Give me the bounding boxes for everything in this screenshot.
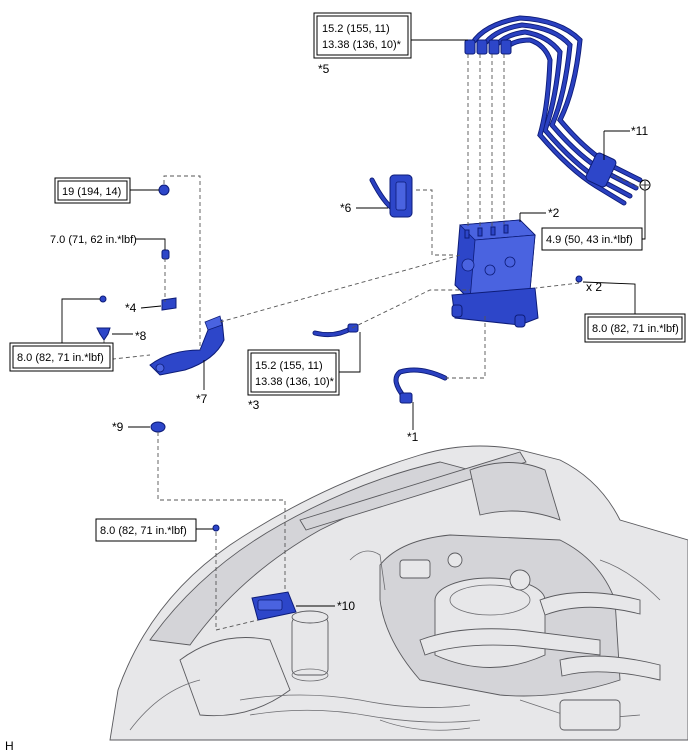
hose-part bbox=[393, 367, 448, 404]
torque-tube-clamp-text: 4.9 (50, 43 in.*lbf) bbox=[546, 234, 633, 246]
clip-4 bbox=[161, 297, 177, 311]
callout-2: *2 bbox=[548, 206, 560, 220]
bolt-left bbox=[161, 249, 170, 260]
callout-labels: *5 *11 *6 *2 x 2 *4 *8 *7 *3 *9 *1 *10 H bbox=[5, 62, 648, 753]
connector-part bbox=[369, 174, 413, 218]
small-tube-part bbox=[312, 323, 359, 338]
clip-8 bbox=[96, 327, 111, 341]
callout-8: *8 bbox=[135, 329, 147, 343]
corner-mark: H bbox=[5, 739, 14, 753]
torque-box-mid: 15.2 (155, 11) 13.38 (136, 10)* bbox=[247, 349, 340, 396]
torque-box-top: 15.2 (155, 11) 13.38 (136, 10)* bbox=[313, 12, 412, 59]
callout-3: *3 bbox=[248, 398, 260, 412]
connector-10 bbox=[251, 591, 297, 621]
callout-11: *11 bbox=[631, 124, 648, 138]
nut-top-left bbox=[158, 184, 170, 196]
bracket-part bbox=[149, 315, 225, 376]
bolt-left-bracket bbox=[99, 295, 107, 303]
torque-mid-line1: 15.2 (155, 11) bbox=[255, 360, 323, 372]
torque-box-nut: 19 (194, 14) bbox=[54, 177, 131, 204]
bolt-lower bbox=[212, 524, 220, 532]
bolt-right bbox=[575, 275, 583, 283]
torque-box-left-bracket: 8.0 (82, 71 in.*lbf) bbox=[9, 342, 114, 372]
callout-7: *7 bbox=[196, 392, 208, 406]
torque-right-text: 8.0 (82, 71 in.*lbf) bbox=[592, 323, 679, 335]
torque-lower-text: 8.0 (82, 71 in.*lbf) bbox=[100, 525, 187, 537]
torque-left-bracket-text: 8.0 (82, 71 in.*lbf) bbox=[17, 352, 104, 364]
grommet-9 bbox=[150, 421, 166, 433]
brake-tubes-top bbox=[464, 15, 643, 206]
torque-mid-line2: 13.38 (136, 10)* bbox=[255, 376, 335, 388]
torque-nut-text: 19 (194, 14) bbox=[62, 186, 121, 198]
torque-bolt-left-text: 7.0 (71, 62 in.*lbf) bbox=[50, 234, 137, 246]
hardware-pieces bbox=[96, 179, 651, 532]
torque-top-line1: 15.2 (155, 11) bbox=[322, 23, 390, 35]
callout-5: *5 bbox=[318, 62, 330, 76]
callout-4: *4 bbox=[125, 301, 137, 315]
callout-10: *10 bbox=[337, 599, 355, 613]
torque-box-right: 8.0 (82, 71 in.*lbf) bbox=[584, 313, 686, 343]
callout-6: *6 bbox=[340, 201, 352, 215]
torque-top-line2: 13.38 (136, 10)* bbox=[322, 39, 402, 51]
brake-actuator-assembly bbox=[451, 219, 539, 328]
callout-1: *1 bbox=[407, 430, 419, 444]
quantity-note: x 2 bbox=[586, 280, 602, 294]
engine-compartment-illustration bbox=[109, 445, 688, 741]
dashed-guides bbox=[103, 54, 646, 631]
callout-9: *9 bbox=[112, 420, 124, 434]
